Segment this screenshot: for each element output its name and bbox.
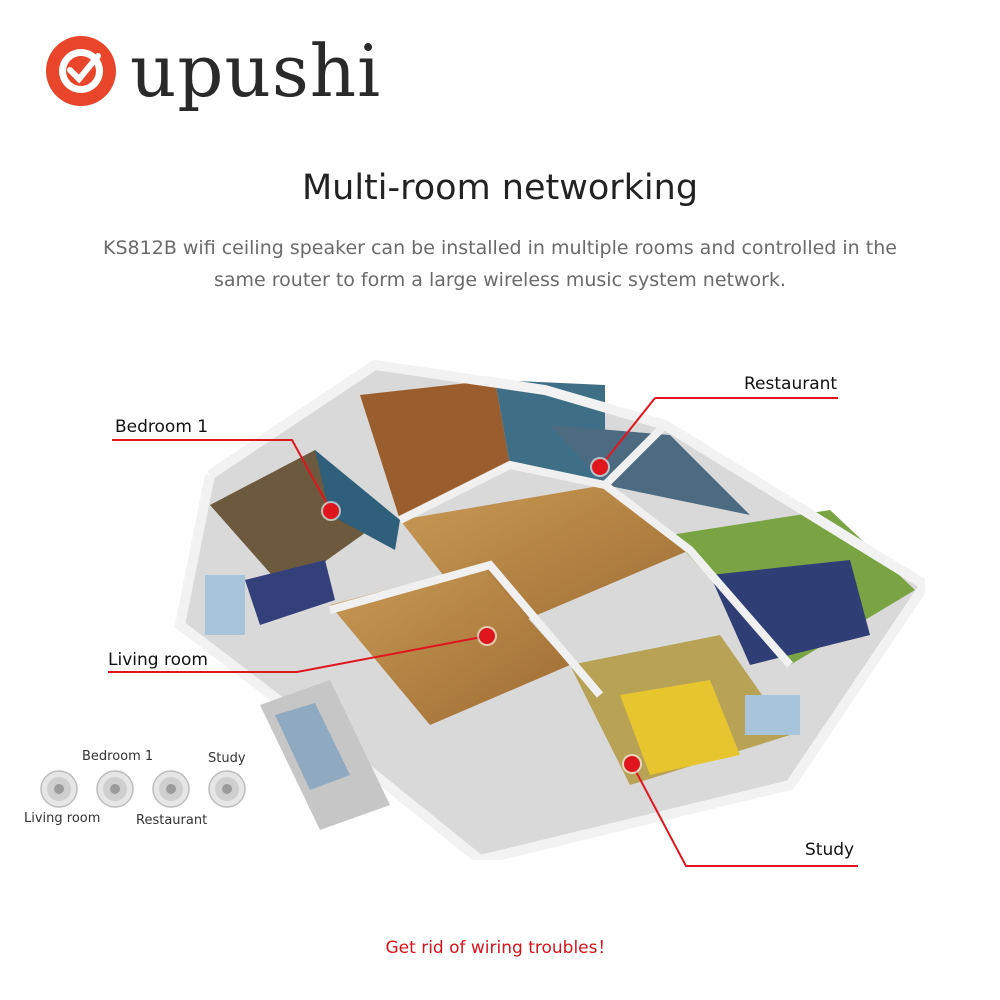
speaker-label-living-room: Living room <box>24 811 101 826</box>
label-restaurant: Restaurant <box>744 374 838 394</box>
brand-name: upushi <box>130 29 382 113</box>
pin-living-room <box>479 628 495 644</box>
speaker-label-study: Study <box>208 751 246 766</box>
brand-logo: upushi <box>44 29 424 114</box>
footer-tagline: Get rid of wiring troubles！ <box>385 938 615 958</box>
ceiling-speaker-icon <box>40 770 78 808</box>
speaker-label-bedroom-1: Bedroom 1 <box>82 749 154 764</box>
description-line-2: same router to form a large wireless mus… <box>213 269 786 291</box>
pin-study <box>624 756 640 772</box>
brand-mark-icon <box>46 36 116 106</box>
speaker-label-restaurant: Restaurant <box>136 813 208 828</box>
pin-bedroom-1 <box>323 503 339 519</box>
description: KS812B wifi ceiling speaker can be insta… <box>80 232 920 296</box>
page-title: Multi-room networking <box>301 168 699 208</box>
description-line-1: KS812B wifi ceiling speaker can be insta… <box>103 237 897 259</box>
floorplan-illustration <box>174 359 925 860</box>
pin-restaurant <box>592 459 608 475</box>
label-study: Study <box>805 840 855 860</box>
label-living-room: Living room <box>108 650 208 670</box>
label-bedroom-1: Bedroom 1 <box>115 417 209 437</box>
ceiling-speaker-icon <box>152 770 190 808</box>
ceiling-speaker-icon <box>208 770 246 808</box>
ceiling-speaker-icon <box>96 770 134 808</box>
